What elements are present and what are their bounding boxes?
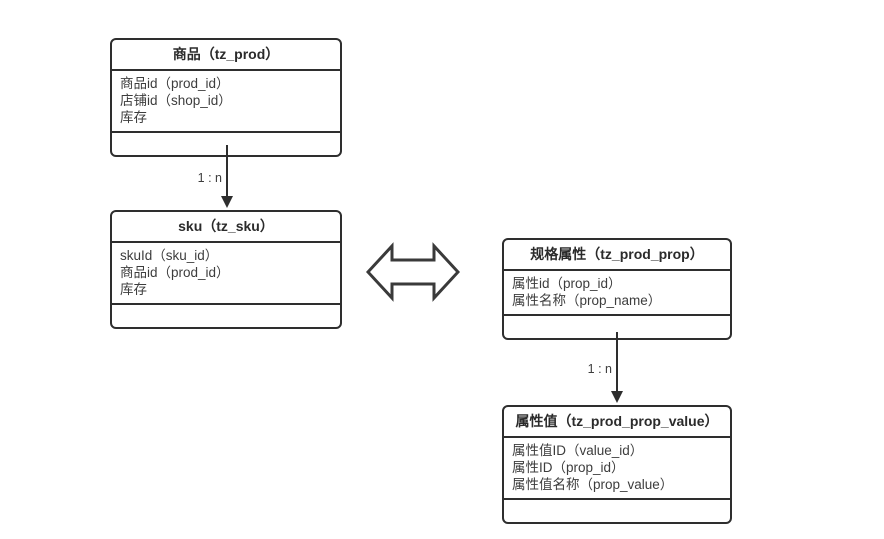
entity-fields-prod: 商品id（prod_id） 店铺id（shop_id） 库存 [112,71,340,133]
entity-footer-prod-prop-value [504,500,730,522]
entity-fields-sku: skuId（sku_id） 商品id（prod_id） 库存 [112,243,340,305]
field-row: 库存 [120,282,147,297]
field-row: 属性名称（prop_name） [512,293,662,308]
field-row: 店铺id（shop_id） [120,93,232,108]
field-row: 商品id（prod_id） [120,265,230,280]
entity-title-prod-prop-value: 属性值（tz_prod_prop_value） [504,407,730,438]
entity-box-prod-prop[interactable]: 规格属性（tz_prod_prop） 属性id（prop_id） 属性名称（pr… [502,238,732,340]
entity-fields-prod-prop-value: 属性值ID（value_id） 属性ID（prop_id） 属性值名称（prop… [504,438,730,500]
entity-box-prod-prop-value[interactable]: 属性值（tz_prod_prop_value） 属性值ID（value_id） … [502,405,732,524]
field-row: 属性值名称（prop_value） [512,477,674,492]
arrowhead-icon [221,196,233,208]
connector-line [226,145,228,198]
field-row: 商品id（prod_id） [120,76,230,91]
field-row: 属性ID（prop_id） [512,460,625,475]
field-row: 库存 [120,110,147,125]
connector-label-cardinality: 1 : n [587,362,612,376]
connector-label-cardinality: 1 : n [197,171,222,185]
arrowhead-icon [611,391,623,403]
field-row: 属性id（prop_id） [512,276,622,291]
entity-footer-sku [112,305,340,327]
field-row: skuId（sku_id） [120,248,219,263]
entity-title-prod: 商品（tz_prod） [112,40,340,71]
entity-box-prod[interactable]: 商品（tz_prod） 商品id（prod_id） 店铺id（shop_id） … [110,38,342,157]
entity-title-sku: sku（tz_sku） [112,212,340,243]
connector-line [616,332,618,393]
entity-title-prod-prop: 规格属性（tz_prod_prop） [504,240,730,271]
entity-fields-prod-prop: 属性id（prop_id） 属性名称（prop_name） [504,271,730,316]
field-row: 属性值ID（value_id） [512,443,644,458]
entity-box-sku[interactable]: sku（tz_sku） skuId（sku_id） 商品id（prod_id） … [110,210,342,329]
double-headed-arrow-icon [366,235,460,309]
